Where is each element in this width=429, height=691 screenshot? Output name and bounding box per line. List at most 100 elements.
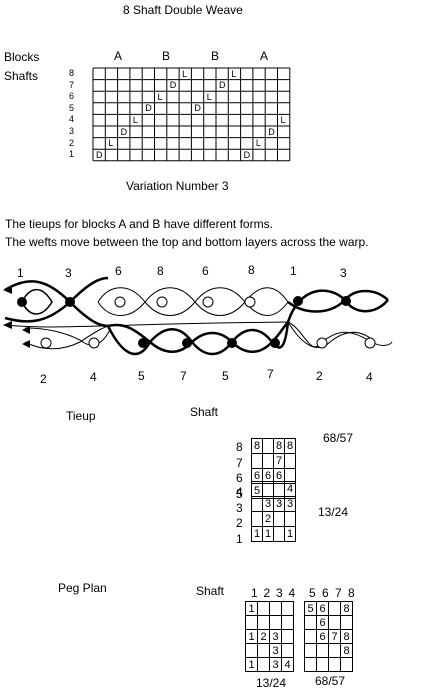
grid-cell <box>251 511 263 527</box>
pegplan-shaft-number: 5 <box>309 586 316 600</box>
grid-cell <box>269 601 282 616</box>
tieup-row-number: 2 <box>236 516 243 530</box>
draft-shaft-number: 5 <box>69 102 75 113</box>
weft-bottom-number: 4 <box>366 370 373 384</box>
grid-cell <box>304 629 317 644</box>
draft-mark: D <box>194 103 201 114</box>
grid-cell: 2 <box>257 629 270 644</box>
grid-cell: 3 <box>273 496 285 512</box>
block-letter: B <box>211 49 220 63</box>
grid-cell <box>251 453 263 469</box>
weft-top-number: 6 <box>115 264 122 278</box>
tieup-row-number: 3 <box>236 500 243 515</box>
grid-cell: 1 <box>251 526 263 542</box>
shafts-label: Shafts <box>4 69 39 83</box>
tieup-top-ratio: 68/57 <box>323 431 354 445</box>
grid-cell <box>304 643 317 658</box>
grid-cell: 8 <box>284 438 296 454</box>
draft-shaft-number: 6 <box>69 91 75 102</box>
diagram-title: 8 Shaft Double Weave <box>123 3 243 17</box>
grid-cell: 3 <box>269 657 282 672</box>
grid-cell: 8 <box>340 629 353 644</box>
grid-cell: 3 <box>269 629 282 644</box>
grid-cell: 1 <box>245 629 258 644</box>
grid-cell: 6 <box>316 615 329 630</box>
grid-cell <box>284 511 296 527</box>
grid-cell <box>262 453 274 469</box>
grid-cell <box>273 526 285 542</box>
grid-cell: 1 <box>284 526 296 542</box>
weft-top-number: 3 <box>340 266 347 280</box>
grid-cell: 1 <box>245 601 258 616</box>
grid-cell <box>328 657 341 672</box>
tieup-row-number: 7 <box>236 455 243 470</box>
draft-mark: L <box>280 114 286 125</box>
draft-mark: D <box>96 149 103 160</box>
draft-shaft-number: 3 <box>69 126 75 136</box>
grid-cell <box>340 615 353 630</box>
draft-mark: D <box>145 103 152 114</box>
grid-cell <box>251 496 263 512</box>
grid-cell: 1 <box>262 526 274 542</box>
pegplan-shaft-number: 7 <box>335 586 342 600</box>
grid-cell: 7 <box>273 453 285 469</box>
tieup-row-number: 5 <box>236 486 243 501</box>
weft-top-number: 8 <box>248 263 255 277</box>
grid-cell <box>245 615 258 630</box>
tieup-row-number: 1 <box>236 531 243 546</box>
grid-cell <box>316 657 329 672</box>
weft-bottom-number: 5 <box>222 369 229 383</box>
grid-cell: 8 <box>340 643 353 658</box>
draft-shaft-number: 2 <box>69 137 75 148</box>
grid-cell: 3 <box>262 496 274 512</box>
weft-bottom-number: 7 <box>180 369 187 383</box>
tieup-row-number: 6 <box>236 471 243 485</box>
blocks-label: Blocks <box>4 50 40 64</box>
weft-bottom-number: 7 <box>267 367 274 381</box>
draft-mark: D <box>219 80 226 91</box>
weft-top-number: 3 <box>65 266 72 280</box>
grid-cell <box>262 438 274 454</box>
weft-bottom-number: 4 <box>90 370 97 384</box>
grid-cell: 8 <box>340 601 353 616</box>
grid-cell: 4 <box>281 657 294 672</box>
grid-cell <box>257 601 270 616</box>
grid-cell: 6 <box>316 629 329 644</box>
grid-cell <box>273 511 285 527</box>
tieup-shaft-label: Shaft <box>190 405 219 419</box>
grid-cell <box>281 629 294 644</box>
draft-mark: L <box>231 68 237 79</box>
draft-mark: L <box>157 91 163 102</box>
grid-cell: 7 <box>328 629 341 644</box>
pegplan-left-ratio: 13/24 <box>256 676 287 690</box>
grid-cell: 8 <box>251 438 263 454</box>
block-letter: B <box>162 49 171 63</box>
grid-cell: 3 <box>284 496 296 512</box>
grid-cell: 8 <box>273 438 285 454</box>
draft-shaft-number: 7 <box>69 79 75 90</box>
pegplan-shaft-number: 8 <box>348 586 355 600</box>
pegplan-label: Peg Plan <box>58 581 107 595</box>
grid-cell: 5 <box>304 601 317 616</box>
grid-cell <box>328 615 341 630</box>
grid-cell <box>281 643 294 658</box>
grid-cell <box>304 615 317 630</box>
grid-cell <box>269 615 282 630</box>
grid-cell <box>281 615 294 630</box>
grid-cell <box>328 643 341 658</box>
grid-cell <box>251 481 263 497</box>
weft-top-number: 1 <box>290 264 297 278</box>
grid-cell: 3 <box>269 643 282 658</box>
draft-mark: L <box>206 91 212 102</box>
description-line-2: The wefts move between the top and botto… <box>5 235 369 249</box>
pegplan-shaft-number: 4 <box>288 586 296 600</box>
draft-shaft-number: 4 <box>69 114 75 125</box>
pegplan-shaft-number: 6 <box>322 586 329 600</box>
grid-cell <box>316 643 329 658</box>
weft-top-number: 6 <box>202 264 209 278</box>
draft-mark: D <box>243 149 251 160</box>
grid-cell <box>257 657 270 672</box>
